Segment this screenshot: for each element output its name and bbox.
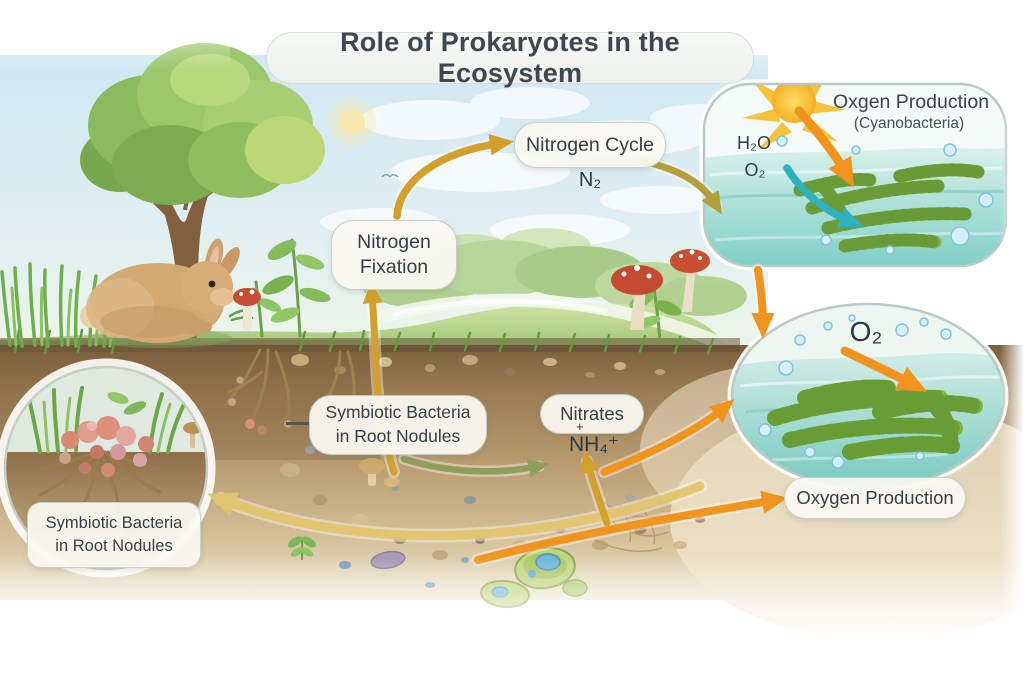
symbiotic-bacteria-inset-badge: Symbiotic Bacteria in Root Nodules [27, 502, 201, 568]
soil-pebbles [280, 354, 705, 588]
nitrogen-fixation-line2: Fixation [359, 256, 429, 278]
ammonium-extra-plus: + [576, 419, 584, 434]
h2o-label: H₂O [726, 131, 782, 155]
h2o-text: H₂O [737, 132, 771, 153]
panel-subtitle: (Cyanobacteria) [818, 114, 1000, 134]
rabbit-illustration [80, 238, 254, 348]
oxygen-production-text: Oxygen Production [796, 487, 954, 508]
symbiotic-mid-line2: in Root Nodules [335, 426, 461, 446]
ammonium-label: + NH₄⁺ [552, 419, 636, 462]
h2o-to-o2-arrow-icon [783, 164, 864, 228]
panel-subtitle-text: (Cyanobacteria) [853, 115, 965, 132]
o2-release-arrow-icon [840, 346, 927, 392]
fixation-to-cycle-arrow-icon [393, 133, 515, 220]
nitrogen-cycle-badge: Nitrogen Cycle [514, 122, 666, 168]
soil-to-nitrates-arrow-icon [580, 450, 611, 527]
o2-oval-text: O₂ [849, 316, 883, 347]
page-title: Role of Prokaryotes in the Ecosystem [266, 27, 754, 88]
grass-fringe [13, 328, 715, 356]
oxygen-production-badge: Oxygen Production [784, 477, 966, 519]
panel-title-text: Oxgen Production [832, 90, 990, 113]
nodule-cluster [59, 416, 154, 477]
panel-to-oval-arrow-icon [751, 266, 775, 339]
sunlight-arrow-icon [794, 106, 855, 188]
symbiotic-inset-line2: in Root Nodules [55, 537, 173, 555]
oxygen-production-panel-top [699, 79, 1011, 271]
cyanobacteria-filament-icon [767, 379, 983, 460]
leader-line [286, 422, 312, 425]
soil-mushroom-icon [359, 458, 400, 487]
ammonium-text: NH₄⁺ [569, 432, 619, 456]
nitrogen-cycle-text: Nitrogen Cycle [526, 133, 654, 156]
nitrates-to-oval-arrow-icon [600, 399, 735, 476]
panel-title: Oxgen Production [818, 90, 1004, 114]
o2-small-label: O₂ [735, 158, 775, 182]
bird-icon [381, 174, 399, 178]
nitrogen-fixation-line1: Nitrogen [357, 230, 431, 253]
bubble-icons [758, 314, 952, 469]
n2-label: N₂ [560, 165, 620, 195]
page-title-text: Role of Prokaryotes in the Ecosystem [340, 27, 680, 88]
nodules-to-nitrates-arrow-icon [400, 455, 550, 478]
nitrates-badge: Nitrates [540, 394, 644, 434]
o2-small-text: O₂ [744, 159, 766, 180]
nitrogen-fixation-badge: Nitrogen Fixation [331, 220, 457, 290]
mushroom-icons [233, 249, 710, 330]
soil-to-oxygen-label-arrow-icon [474, 490, 788, 564]
nitrates-text: Nitrates [560, 403, 624, 424]
bubble-icons [776, 135, 994, 255]
return-to-nodules-arrow-icon [207, 481, 705, 541]
symbiotic-bacteria-mid-badge: Symbiotic Bacteria in Root Nodules [309, 395, 487, 455]
sky-sun-icon [339, 109, 365, 135]
o2-oval-label: O₂ [834, 314, 898, 350]
symbiotic-mid-line1: Symbiotic Bacteria [325, 402, 471, 423]
n2-text: N₂ [578, 168, 602, 191]
symbiotic-inset-line1: Symbiotic Bacteria [45, 513, 183, 532]
sun-icon [742, 84, 846, 150]
